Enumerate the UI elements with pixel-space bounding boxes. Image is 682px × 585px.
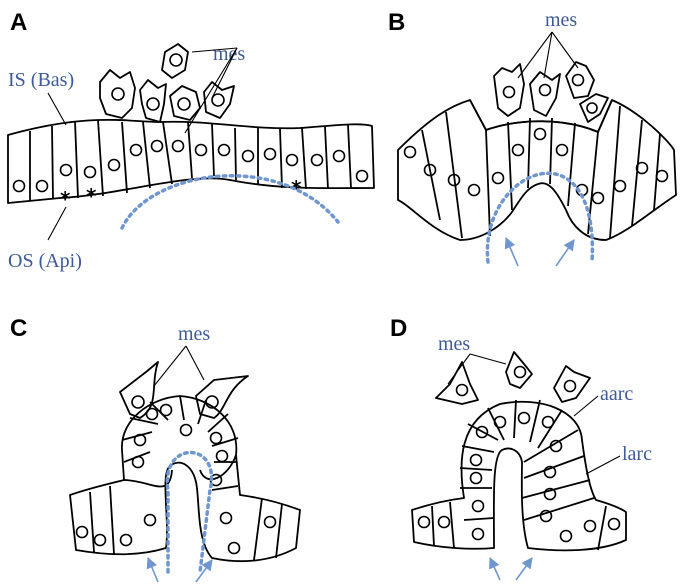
panel-c-epithelium bbox=[70, 396, 300, 561]
panel-c-leader-lines bbox=[154, 346, 204, 386]
panel-c-arrow-left bbox=[148, 558, 158, 582]
panel-a-asterisk-1: * bbox=[60, 187, 71, 211]
panel-d-epithelium bbox=[412, 400, 626, 550]
panel-c-letter: C bbox=[10, 315, 27, 342]
panel-b-epithelium bbox=[398, 100, 676, 240]
panel-a-asterisk-2: * bbox=[86, 184, 97, 208]
panel-b-letter: B bbox=[388, 9, 405, 36]
panel-d: D mes aarc larc bbox=[390, 315, 652, 580]
panel-b-arrow-left bbox=[506, 238, 518, 266]
panel-c: C mes bbox=[10, 315, 300, 582]
panel-d-mes-label: mes bbox=[438, 333, 470, 355]
panel-d-larc-label: larc bbox=[622, 443, 652, 465]
panel-a-letter: A bbox=[10, 9, 27, 36]
panel-b-dotted-arc bbox=[487, 173, 592, 262]
panel-a-os-label: OS (Api) bbox=[8, 250, 82, 272]
panel-b: B mes bbox=[388, 9, 676, 266]
panel-d-letter: D bbox=[390, 315, 407, 342]
panel-a-is-label: IS (Bas) bbox=[8, 69, 74, 91]
panel-d-mesenchyme-cells bbox=[436, 352, 590, 404]
panel-b-arrow-right bbox=[556, 240, 574, 266]
panel-d-arrow-right bbox=[516, 558, 532, 580]
panel-b-mes-label: mes bbox=[545, 9, 577, 31]
panel-c-mes-label: mes bbox=[178, 323, 210, 345]
panel-a: A mes IS (Bas) OS (Api) bbox=[8, 9, 374, 272]
panel-d-aarc-label: aarc bbox=[600, 383, 633, 405]
panel-d-arrow-left bbox=[490, 558, 500, 580]
panel-c-arrow-right bbox=[196, 560, 212, 582]
panel-c-mesenchyme-cells bbox=[120, 362, 248, 418]
panel-c-dotted-arc bbox=[167, 453, 211, 573]
panel-a-epithelium: * * * bbox=[8, 120, 374, 211]
panel-b-mesenchyme-cells bbox=[494, 62, 608, 122]
